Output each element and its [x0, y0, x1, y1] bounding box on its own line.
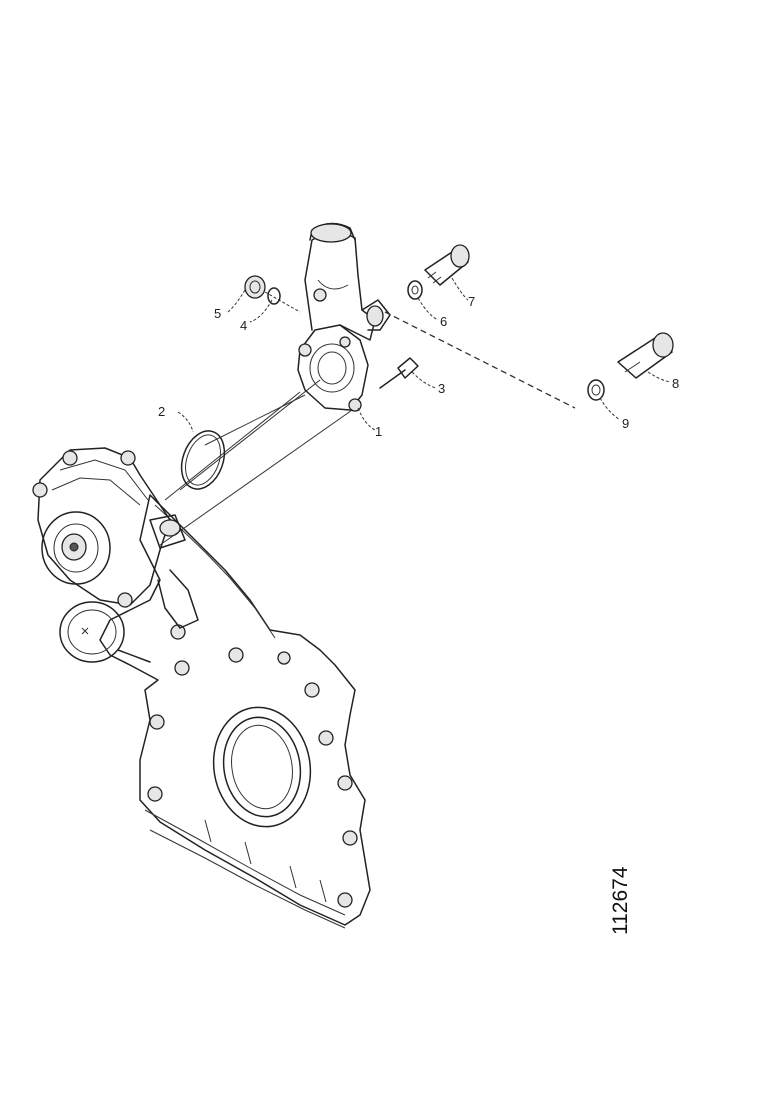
callout-2: 2: [158, 404, 165, 419]
callout-4: 4: [240, 318, 247, 333]
water-pump-pulley: [41, 511, 111, 585]
callout-9: 9: [622, 416, 629, 431]
callout-1: 1: [375, 424, 382, 439]
tensioner-pulley: [59, 601, 151, 663]
callout-8: 8: [672, 376, 679, 391]
water-pump: [32, 447, 199, 629]
thermostat-housing: [297, 222, 391, 412]
assembly-dashed-line: [384, 311, 576, 409]
callout-6: 6: [440, 314, 447, 329]
washer-item-4: [267, 287, 281, 305]
washer-item-9: [587, 379, 605, 401]
callout-5: 5: [214, 306, 221, 321]
o-ring: [180, 430, 226, 490]
assembly-guide-lines: [159, 379, 356, 546]
callout-3: 3: [438, 381, 445, 396]
crankshaft-seal-opening: [212, 706, 312, 828]
temperature-sender-item-7: [424, 244, 470, 286]
sealing-washer-item-6: [407, 280, 423, 300]
timing-cover-plate: [99, 494, 371, 929]
cover-bolt-bosses: [147, 624, 358, 908]
callout-7: 7: [468, 294, 475, 309]
bolt-item-3: [379, 357, 419, 389]
adapter-item-8: [617, 332, 674, 379]
callout-leaders: [177, 277, 671, 433]
reference-number: 112674: [609, 866, 632, 935]
nut-item-5: [244, 275, 266, 299]
